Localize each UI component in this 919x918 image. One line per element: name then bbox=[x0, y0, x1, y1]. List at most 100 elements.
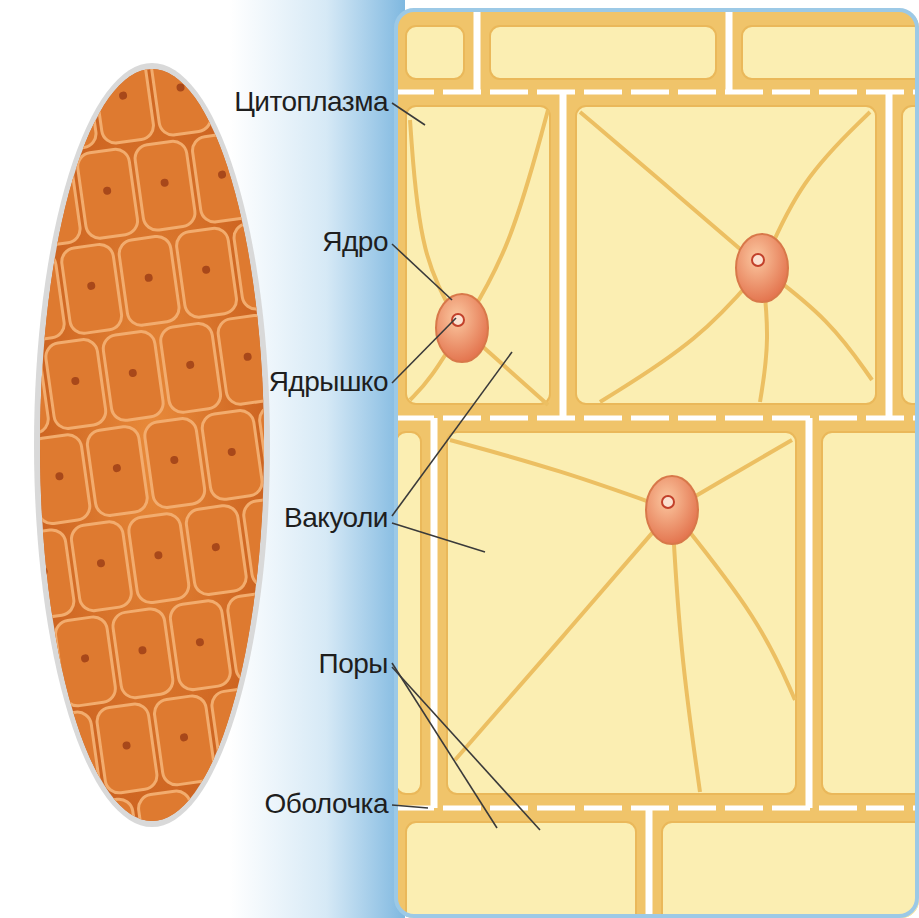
cell-nucleus-dot bbox=[106, 836, 115, 845]
cell-outline bbox=[194, 781, 257, 873]
cell-nucleus-dot bbox=[13, 385, 22, 394]
cell-outline bbox=[0, 164, 24, 256]
cell-outline bbox=[0, 259, 9, 351]
cell-nucleus-dot bbox=[77, 4, 86, 13]
cell-outline bbox=[299, 488, 362, 580]
cytoplasm-strand bbox=[672, 510, 795, 700]
cell-outline bbox=[0, 441, 34, 533]
plant-cell bbox=[406, 106, 550, 404]
cell-outline bbox=[223, 0, 286, 34]
cell-nucleus-dot bbox=[342, 431, 351, 440]
cell-nucleus-dot bbox=[119, 91, 128, 100]
cell-outline bbox=[133, 139, 196, 231]
cell-nucleus-dot bbox=[81, 654, 90, 663]
plant-cell bbox=[576, 106, 876, 404]
cell-outline bbox=[60, 243, 123, 335]
plant-cell bbox=[662, 822, 919, 918]
cell-nucleus-dot bbox=[122, 741, 131, 750]
cell-nucleus-dot bbox=[263, 907, 272, 916]
cell-nucleus-dot bbox=[211, 543, 220, 552]
cell-nucleus-dot bbox=[0, 480, 7, 489]
cell-outline bbox=[315, 393, 378, 485]
cell-panel bbox=[396, 10, 919, 918]
part-label: Ядро bbox=[322, 228, 388, 256]
cell-nucleus-dot bbox=[61, 99, 70, 108]
cell-outline bbox=[38, 710, 101, 802]
cell-nucleus-dot bbox=[154, 551, 163, 560]
cell-outline bbox=[185, 504, 248, 596]
cell-nucleus-dot bbox=[205, 915, 214, 918]
cell-nucleus-dot bbox=[285, 439, 294, 448]
cell-outline bbox=[153, 694, 216, 786]
cell-nucleus-dot bbox=[29, 289, 38, 298]
cell-nucleus-dot bbox=[49, 844, 58, 853]
plant-cell bbox=[396, 432, 421, 794]
cell-nucleus-dot bbox=[227, 447, 236, 456]
cell-nucleus-dot bbox=[179, 733, 188, 742]
cell-nucleus-dot bbox=[275, 162, 284, 171]
nucleus bbox=[436, 294, 488, 362]
cell-nucleus-dot bbox=[202, 265, 211, 274]
cell-outline bbox=[290, 210, 353, 302]
cell-nucleus-dot bbox=[310, 622, 319, 631]
panel-border bbox=[396, 10, 917, 916]
cell-outline bbox=[12, 528, 75, 620]
cell-outline bbox=[0, 0, 56, 66]
plant-cell bbox=[406, 26, 464, 79]
cell-outline bbox=[137, 789, 200, 881]
part-label: Ядрышко bbox=[269, 368, 388, 396]
cell-nucleus-dot bbox=[128, 368, 137, 377]
cell-outline bbox=[306, 115, 369, 207]
cell-wall-pores bbox=[474, 10, 481, 92]
cell-outline bbox=[200, 409, 263, 501]
cytoplasm-strand bbox=[600, 268, 762, 402]
cell-outline bbox=[178, 876, 241, 918]
cell-outline bbox=[86, 425, 149, 517]
part-label: Вакуоли bbox=[284, 504, 388, 532]
cell-wall-pores bbox=[726, 10, 733, 92]
cell-nucleus-dot bbox=[103, 186, 112, 195]
cell-outline bbox=[293, 860, 356, 918]
cell-nucleus-dot bbox=[71, 377, 80, 386]
cell-outline bbox=[149, 44, 212, 136]
plant-cell bbox=[406, 822, 636, 918]
cell-outline bbox=[210, 686, 273, 778]
cell-outline bbox=[127, 512, 190, 604]
cell-outline bbox=[165, 0, 228, 42]
cell-wall-pores bbox=[886, 92, 893, 418]
cell-outline bbox=[79, 797, 142, 889]
cell-nucleus-dot bbox=[23, 662, 32, 671]
cell-outline bbox=[0, 69, 40, 161]
cell-nucleus-dot bbox=[294, 717, 303, 726]
cell-outline bbox=[117, 235, 180, 327]
cytoplasm-strand bbox=[462, 110, 548, 328]
cell-outline bbox=[111, 607, 174, 699]
plant-cell bbox=[822, 432, 919, 794]
cell-outline bbox=[76, 148, 139, 240]
cell-nucleus-dot bbox=[20, 12, 29, 21]
cell-outline bbox=[18, 156, 81, 248]
cell-outline bbox=[22, 805, 85, 897]
cell-nucleus-dot bbox=[377, 891, 386, 900]
cytoplasm-strand bbox=[580, 112, 762, 268]
cell-outline bbox=[101, 330, 164, 422]
cytoplasm-strand bbox=[450, 440, 672, 510]
cell-outline bbox=[44, 338, 107, 430]
cell-outline bbox=[159, 322, 222, 414]
cell-nucleus-dot bbox=[243, 352, 252, 361]
nucleus bbox=[646, 476, 698, 544]
cell-outline bbox=[268, 678, 331, 770]
cell-outline bbox=[0, 346, 50, 438]
cell-nucleus-dot bbox=[259, 257, 268, 266]
plant-cell bbox=[742, 26, 919, 79]
cell-outline bbox=[34, 60, 97, 152]
cell-outline bbox=[248, 123, 311, 215]
cell-nucleus-dot bbox=[4, 107, 13, 116]
cytoplasm-strand bbox=[455, 510, 672, 760]
cell-nucleus-dot bbox=[195, 638, 204, 647]
cell-wall-pores bbox=[806, 418, 813, 808]
cell-outline bbox=[121, 884, 184, 918]
cell-wall-pores bbox=[431, 418, 438, 808]
cell-nucleus-dot bbox=[39, 567, 48, 576]
